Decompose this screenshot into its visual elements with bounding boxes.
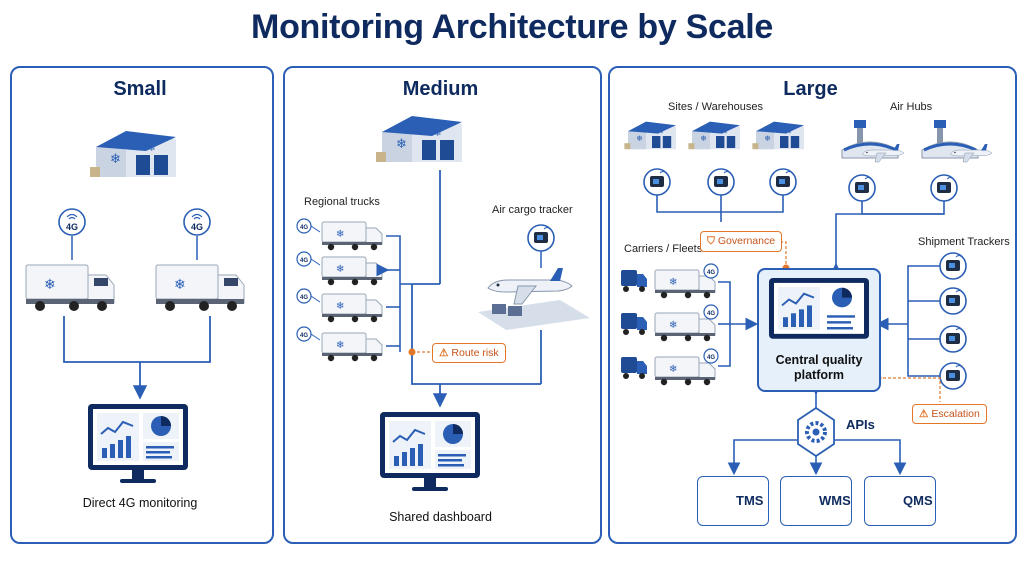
medium-4g-text-1: 4G xyxy=(300,225,308,231)
regional-trucks-label: Regional trucks xyxy=(304,196,380,208)
large-4g-text-1: 4G xyxy=(707,270,715,276)
small-dashboard-monitor-icon xyxy=(87,403,189,484)
shipment-trackers-label: Shipment Trackers xyxy=(918,236,1010,248)
shipment-tracker-icon-2 xyxy=(939,287,967,315)
large-panel-title: Large xyxy=(783,78,838,100)
medium-panel-title: Medium xyxy=(402,78,479,100)
route-risk-tag: ⚠Route risk xyxy=(432,343,506,363)
shield-icon: ⛉ xyxy=(707,235,715,247)
small-caption: Direct 4G monitoring xyxy=(82,496,198,510)
shipment-tracker-icon-4 xyxy=(939,362,967,390)
small-panel-title: Small xyxy=(113,78,167,100)
sites-warehouses-group xyxy=(624,121,804,150)
qms-box: QMS xyxy=(864,476,936,526)
governance-tag: ⛉Governance xyxy=(700,231,783,252)
site-tracker-icon-3 xyxy=(769,168,797,196)
wms-box: WMS xyxy=(780,476,852,526)
medium-4g-text-4: 4G xyxy=(300,333,308,339)
wms-label: WMS xyxy=(819,493,851,508)
hub-tracker-icon-2 xyxy=(930,174,958,202)
tms-box: TMS xyxy=(697,476,769,526)
escalation-text: Escalation xyxy=(931,408,980,420)
small-4g-text-1: 4G xyxy=(66,222,78,232)
shipment-tracker-icon-3 xyxy=(939,325,967,353)
site-tracker-icon-2 xyxy=(707,168,735,196)
escalation-tag: ⚠Escalation xyxy=(912,404,987,424)
medium-4g-text-3: 4G xyxy=(300,295,308,301)
air-cargo-tracker-icon xyxy=(527,224,555,252)
apis-label: APIs xyxy=(846,417,875,432)
site-tracker-icon-1 xyxy=(643,168,671,196)
small-truck-icon-2 xyxy=(155,264,245,312)
tms-label: TMS xyxy=(736,493,764,508)
small-truck-icon-1 xyxy=(25,264,115,312)
regional-trucks-group xyxy=(296,218,383,362)
medium-caption: Shared dashboard xyxy=(389,510,492,524)
central-label-line-2: platform xyxy=(794,368,844,382)
small-warehouse-icon xyxy=(90,131,176,177)
warning-icon: ⚠ xyxy=(439,347,449,359)
sites-warehouses-label: Sites / Warehouses xyxy=(668,101,763,113)
shared-dashboard-monitor-icon xyxy=(379,411,481,492)
small-4g-text-2: 4G xyxy=(191,222,203,232)
medium-4g-text-2: 4G xyxy=(300,258,308,264)
hub-tracker-icon-1 xyxy=(848,174,876,202)
carriers-fleets-group xyxy=(621,263,719,386)
central-quality-platform: Central quality platform xyxy=(757,268,881,392)
central-platform-label: Central quality platform xyxy=(759,353,879,383)
page-title: Monitoring Architecture by Scale xyxy=(251,8,773,46)
large-4g-text-3: 4G xyxy=(707,355,715,361)
medium-warehouse-icon xyxy=(376,116,462,162)
central-label-line-1: Central quality xyxy=(775,353,863,367)
route-risk-text: Route risk xyxy=(451,347,499,359)
warning-icon-2: ⚠ xyxy=(919,408,929,420)
large-4g-text-2: 4G xyxy=(707,311,715,317)
carriers-fleets-label: Carriers / Fleets xyxy=(624,243,703,255)
air-hubs-label: Air Hubs xyxy=(890,101,933,113)
air-cargo-label: Air cargo tracker xyxy=(492,204,573,216)
governance-text: Governance xyxy=(717,235,776,247)
qms-label: QMS xyxy=(903,493,933,508)
shipment-tracker-icon-1 xyxy=(939,252,967,280)
airplane-icon xyxy=(487,267,573,305)
